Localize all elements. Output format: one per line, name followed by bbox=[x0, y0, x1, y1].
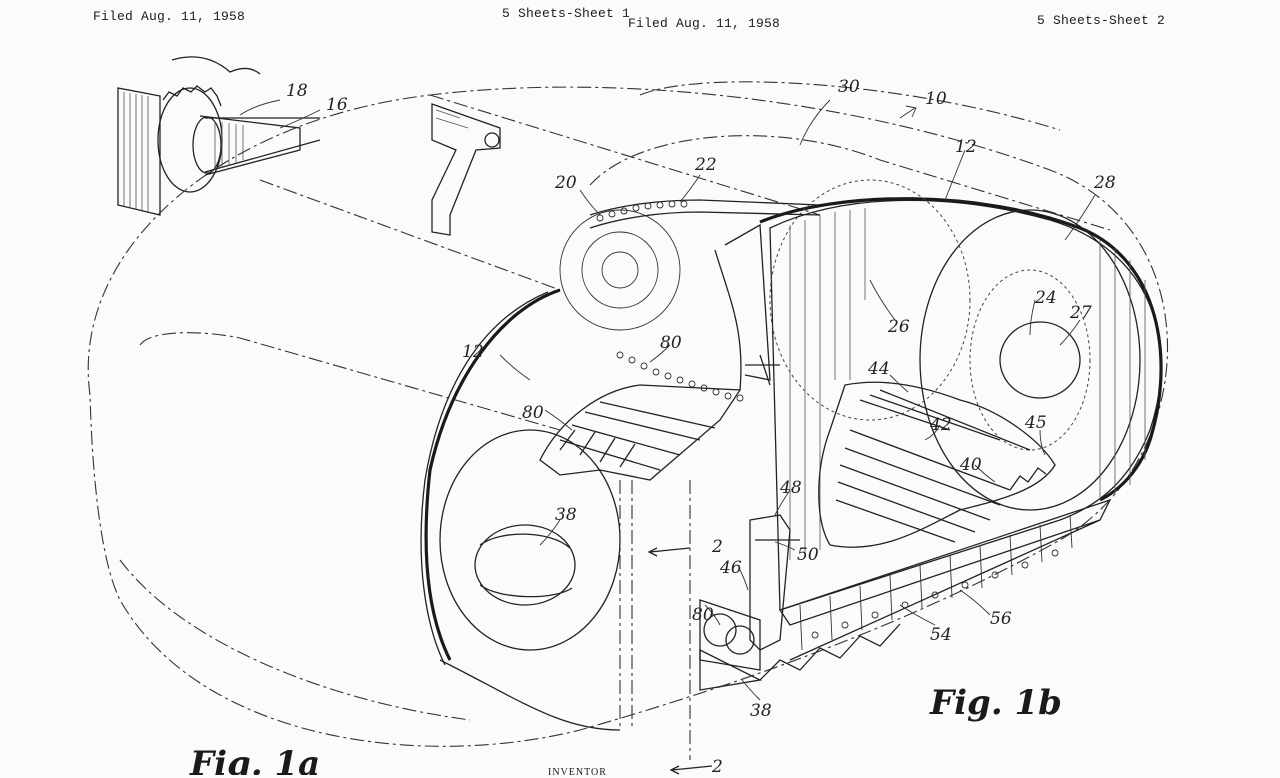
ref-40: 40 bbox=[959, 455, 982, 475]
filing-date-left: Filed Aug. 11, 1958 bbox=[93, 9, 246, 24]
ref-44: 44 bbox=[867, 359, 890, 379]
mounting-bracket bbox=[431, 103, 501, 236]
section-mark-2-lower: 2 bbox=[711, 757, 723, 775]
section-mark-2-upper: 2 bbox=[711, 537, 723, 557]
track-loop bbox=[420, 288, 621, 731]
track-shoes-right bbox=[818, 381, 1056, 548]
ref-30: 30 bbox=[838, 77, 860, 97]
ref-20: 20 bbox=[554, 173, 577, 193]
ref-18: 18 bbox=[286, 81, 308, 101]
plate-hatching bbox=[789, 208, 1146, 560]
ref-28: 28 bbox=[1093, 173, 1116, 193]
figure-label-1b: Fig. 1b bbox=[929, 683, 1062, 723]
ref-54: 54 bbox=[930, 625, 952, 645]
ref-80-left: 80 bbox=[522, 403, 544, 423]
ref-80-center: 80 bbox=[660, 333, 682, 353]
leader-lines bbox=[239, 99, 1096, 701]
ref-80-lower: 80 bbox=[692, 605, 714, 625]
drive-shaft-assembly bbox=[117, 56, 321, 216]
track-envelope bbox=[87, 81, 1169, 747]
ref-22: 22 bbox=[694, 155, 717, 175]
figure-label-1a: Fig. 1a bbox=[189, 744, 320, 775]
ref-10: 10 bbox=[925, 89, 947, 109]
ref-42: 42 bbox=[929, 415, 952, 435]
sheet-number-right: 5 Sheets-Sheet 2 bbox=[1037, 13, 1166, 28]
drive-mechanism-lower bbox=[619, 480, 800, 775]
lower-track-links bbox=[759, 498, 1112, 681]
ref-46: 46 bbox=[719, 558, 742, 578]
filing-date-right: Filed Aug. 11, 1958 bbox=[628, 16, 781, 31]
inventor-caption: INVENTOR bbox=[548, 767, 607, 778]
ref-12-left: 12 bbox=[462, 342, 484, 362]
track-shoes-left bbox=[539, 223, 780, 481]
sheet-number-left: 5 Sheets-Sheet 1 bbox=[502, 6, 631, 21]
ref-12-upper: 12 bbox=[955, 137, 977, 157]
ref-45: 45 bbox=[1024, 413, 1047, 433]
ref-38-lower: 38 bbox=[750, 701, 772, 721]
ref-38-left: 38 bbox=[555, 505, 577, 525]
ref-26: 26 bbox=[887, 317, 910, 337]
ref-48: 48 bbox=[779, 478, 802, 498]
reference-numerals: 18 16 20 22 30 10 12 28 26 24 27 44 42 4… bbox=[286, 77, 1116, 775]
ref-16: 16 bbox=[326, 95, 348, 115]
chain-drive bbox=[559, 199, 821, 402]
ref-56: 56 bbox=[990, 609, 1012, 629]
ref-50: 50 bbox=[797, 545, 819, 565]
ref-24: 24 bbox=[1034, 288, 1057, 308]
ref-27: 27 bbox=[1069, 303, 1092, 323]
